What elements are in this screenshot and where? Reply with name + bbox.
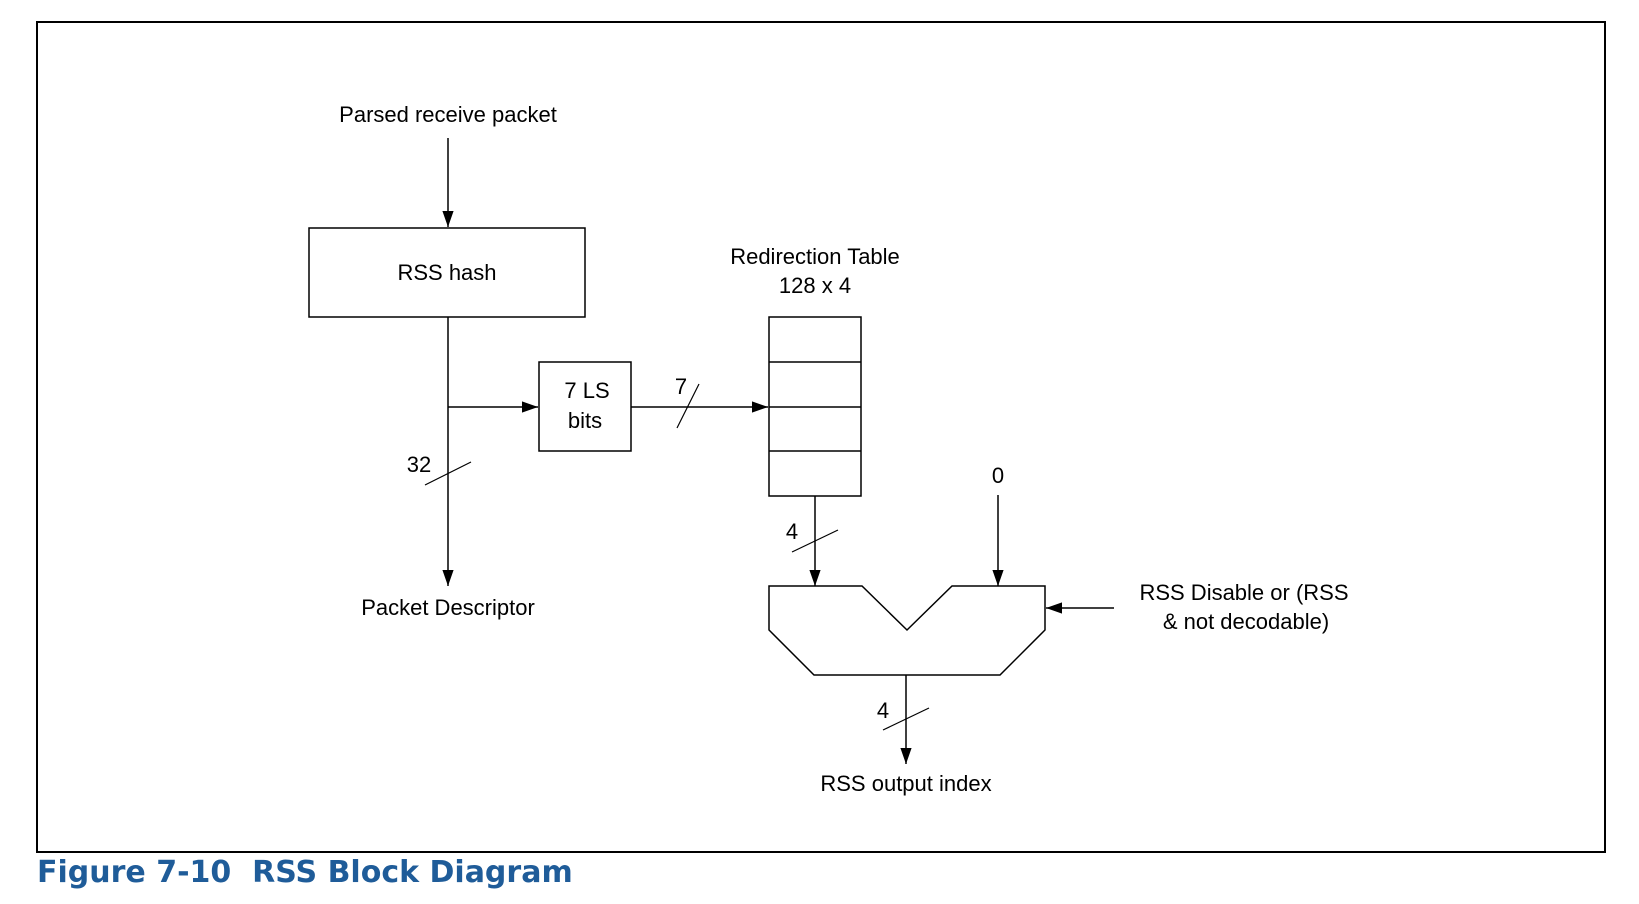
disable-label-line1: RSS Disable or (RSS <box>1139 580 1348 605</box>
bus-slash-4-out <box>882 707 930 731</box>
disable-label-line2: & not decodable) <box>1163 609 1329 634</box>
ls-bits-block <box>538 361 632 452</box>
rss-hash-block <box>308 227 586 318</box>
bus-slash-32 <box>424 461 472 486</box>
figure-border <box>36 21 1606 853</box>
const-zero-label: 0 <box>992 463 1004 488</box>
input-label: Parsed receive packet <box>339 102 557 127</box>
bus-width-32: 32 <box>407 452 431 477</box>
output-mux <box>768 585 1046 676</box>
redirection-table-title: Redirection Table <box>730 244 900 269</box>
figure-caption: Figure 7-10 RSS Block Diagram <box>37 855 573 890</box>
rss-output-index-label: RSS output index <box>820 771 991 796</box>
bus-width-7: 7 <box>675 374 687 399</box>
ls-bits-label-line2: bits <box>568 408 602 433</box>
redirection-table <box>768 316 862 497</box>
bus-slash-4-table <box>791 529 839 553</box>
ls-bits-label-line1: 7 LS <box>564 378 609 403</box>
bus-width-4-out: 4 <box>877 698 889 723</box>
bus-width-4-table: 4 <box>786 519 798 544</box>
rss-hash-label: RSS hash <box>397 260 496 285</box>
bus-slash-7 <box>676 383 700 429</box>
packet-descriptor-label: Packet Descriptor <box>361 595 535 620</box>
redirection-table-size: 128 x 4 <box>779 273 851 298</box>
